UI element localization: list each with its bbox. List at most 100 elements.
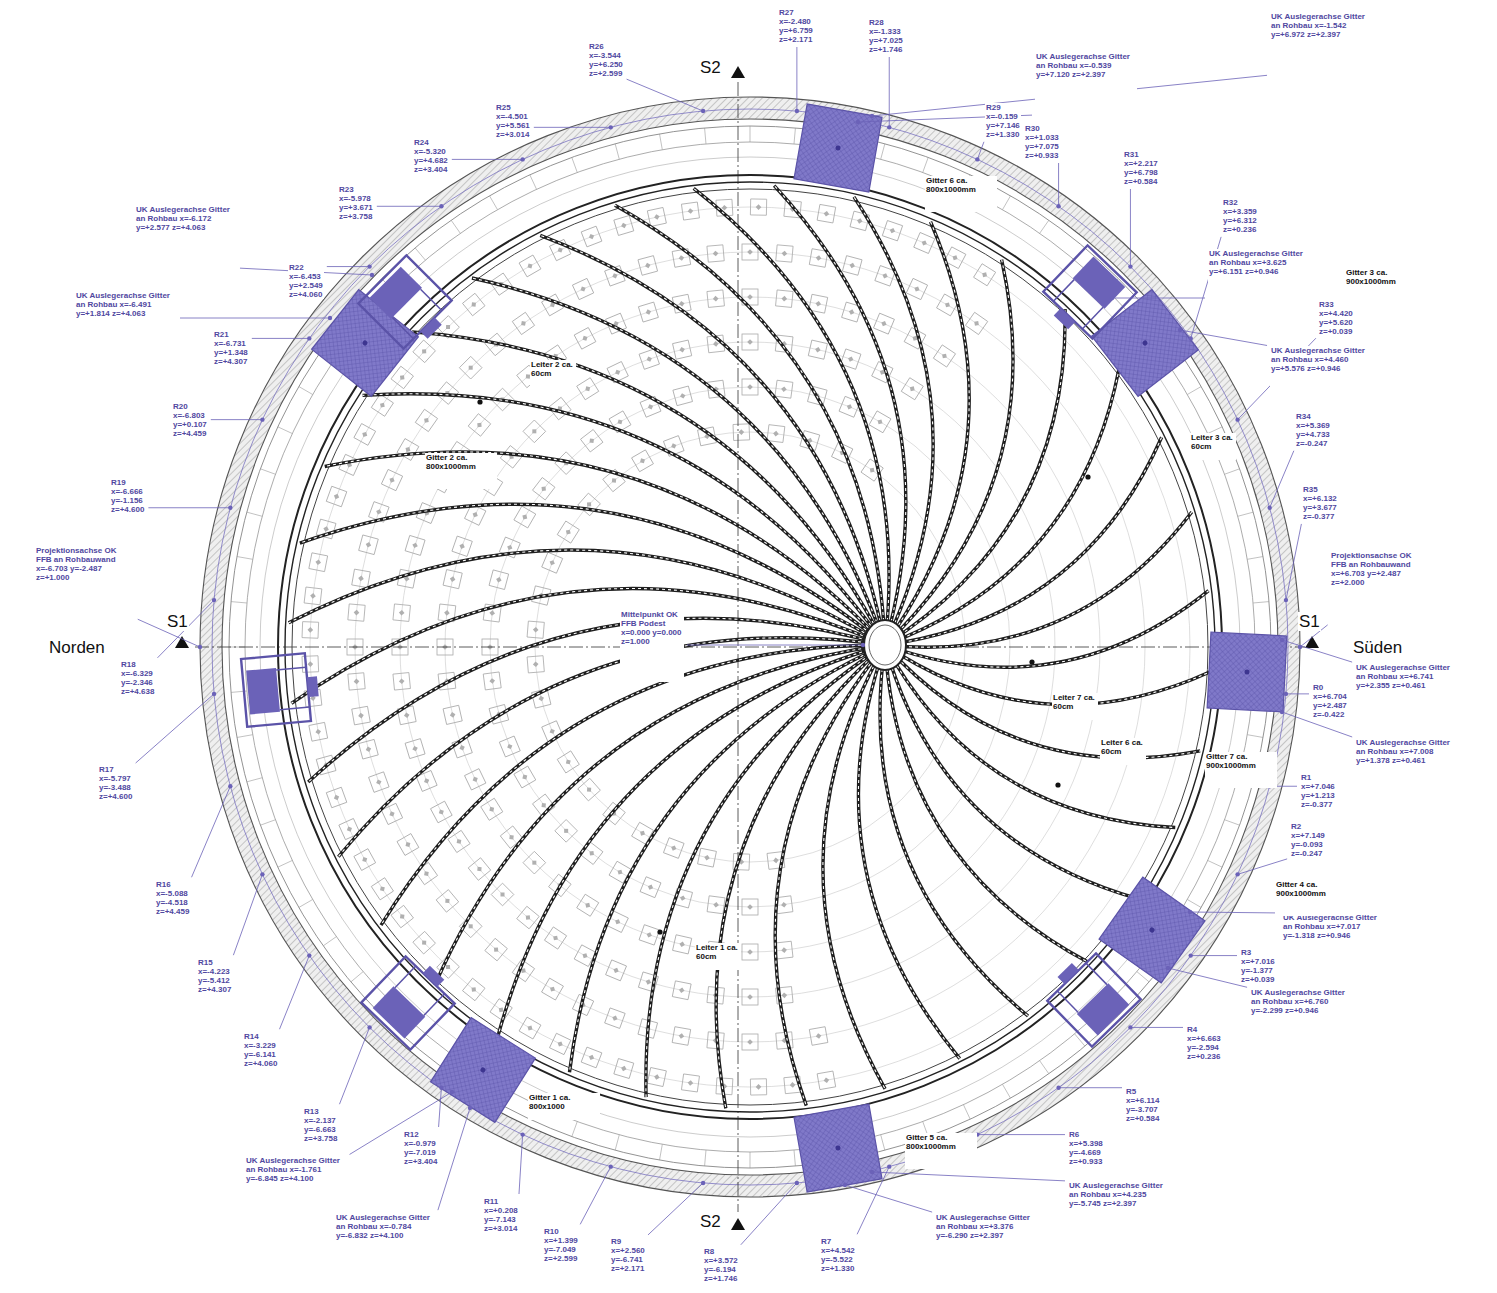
spiral-rib [885, 260, 1013, 645]
seat [468, 414, 491, 437]
wrap-spacer [1086, 97, 1136, 106]
seat [647, 1068, 666, 1087]
leader-dot [795, 109, 799, 113]
seat [776, 290, 793, 307]
wrap-spacer [986, 1258, 1036, 1267]
seat-mark [532, 861, 536, 865]
leader-line [211, 419, 263, 420]
seat-mark [528, 263, 533, 268]
seat-mark [878, 419, 883, 424]
seat-outline [354, 849, 376, 871]
leader-line [580, 1167, 611, 1225]
seat-mark [679, 942, 685, 948]
seat-mark [847, 404, 852, 409]
seat-mark [334, 795, 339, 800]
wrap-spacer [126, 345, 176, 354]
seat-outline [514, 766, 536, 788]
seat-mark [446, 965, 450, 969]
bracket-axis-note: UK Auslegerachse Gitter an Rohbau x=+6.7… [1250, 988, 1352, 1051]
seat-mark [648, 885, 653, 890]
leader-line [1238, 859, 1288, 874]
seat-mark [501, 892, 505, 896]
seat [733, 424, 750, 441]
seat [436, 890, 459, 913]
seat-mark [618, 870, 623, 875]
point-callout: R12 x=-0.979 y=-7.019 z=+3.404 [403, 1130, 438, 1166]
leader-line [1190, 912, 1279, 914]
seat-outline [483, 672, 501, 690]
floor-tick [260, 469, 275, 474]
floor-tick [794, 128, 795, 144]
seat-outline [397, 439, 419, 461]
seat-mark [358, 576, 364, 582]
point-callout: R9 x=+2.560 y=-6.741 z=+2.171 [610, 1237, 646, 1273]
seat-mark [747, 949, 753, 955]
seat [817, 1071, 836, 1090]
bracket-axis-note: UK Auslegerachse Gitter an Rohbau x=+3.3… [935, 1213, 1037, 1276]
floor-tick [1208, 860, 1223, 867]
seat-outline [605, 1008, 626, 1029]
seat [519, 1017, 541, 1039]
point-callout: R13 x=-2.137 y=-6.663 z=+3.758 [303, 1107, 338, 1143]
seat-outline [581, 1047, 602, 1068]
leader-dot [1189, 953, 1193, 957]
seat-mark [850, 263, 855, 268]
floor-tick [750, 126, 751, 142]
seat [326, 787, 347, 808]
wrap-spacer [732, 952, 740, 961]
point-callout: R4 x=+6.663 y=-2.594 z=+0.236 [1186, 1025, 1222, 1061]
seat [489, 570, 509, 590]
leader-line [687, 645, 863, 646]
seat-mark [521, 321, 526, 326]
leader-dot [212, 692, 216, 696]
spiral-rib-rungs [412, 332, 885, 645]
spiral-rib-rungs [300, 504, 885, 645]
seat-outline [463, 293, 485, 315]
seat-outline [577, 378, 599, 400]
wrap-spacer [565, 1102, 599, 1111]
seat [352, 569, 371, 588]
access-bracket [1036, 245, 1136, 345]
seat-mark [910, 386, 915, 391]
wrap-spacer [942, 1151, 976, 1160]
seat-mark [424, 418, 429, 423]
seat [500, 446, 522, 468]
leader-line [534, 127, 611, 128]
spiral-rib-rungs [885, 437, 1162, 645]
seat-outline [906, 278, 927, 299]
ladder-note: Leiter 3 ca. 60cm [1190, 433, 1236, 460]
seat-mark [870, 468, 875, 473]
seat-outline [500, 446, 522, 468]
leader-line [339, 1027, 369, 1104]
wrap-spacer [1259, 285, 1309, 294]
seat-outline [965, 312, 987, 334]
wrap-spacer [1406, 717, 1456, 726]
seat [914, 232, 935, 253]
leader-line [796, 47, 797, 111]
seat-mark [654, 214, 660, 220]
seat-outline [393, 673, 410, 690]
leader-dot [212, 598, 216, 602]
seat-outline [348, 604, 365, 621]
seat-outline [369, 772, 390, 793]
seat [578, 778, 601, 801]
bracket-frame [1047, 953, 1140, 1046]
wrap-spacer [1301, 1024, 1351, 1033]
seat [555, 820, 578, 843]
bracket-rail [395, 966, 416, 988]
floor-tick [1225, 820, 1240, 825]
point-callout: R6 x=+5.398 y=-4.669 z=+0.933 [1068, 1130, 1104, 1166]
wrap-spacer [1086, 79, 1136, 88]
access-bracket [361, 949, 461, 1049]
seat [842, 256, 862, 276]
seat-mark [507, 744, 512, 749]
seat-mark [439, 809, 444, 814]
bracket-axis-note: UK Auslegerachse Gitter an Rohbau x=-6.4… [75, 291, 177, 354]
seat-mark [953, 255, 958, 260]
leader-line [1282, 640, 1352, 662]
seat-outline [304, 587, 322, 605]
seat [933, 345, 955, 367]
seat-mark [499, 1008, 504, 1013]
leader-dot [307, 953, 311, 957]
point-callout: R28 x=-1.333 y=+7.025 z=+1.746 [868, 18, 904, 54]
